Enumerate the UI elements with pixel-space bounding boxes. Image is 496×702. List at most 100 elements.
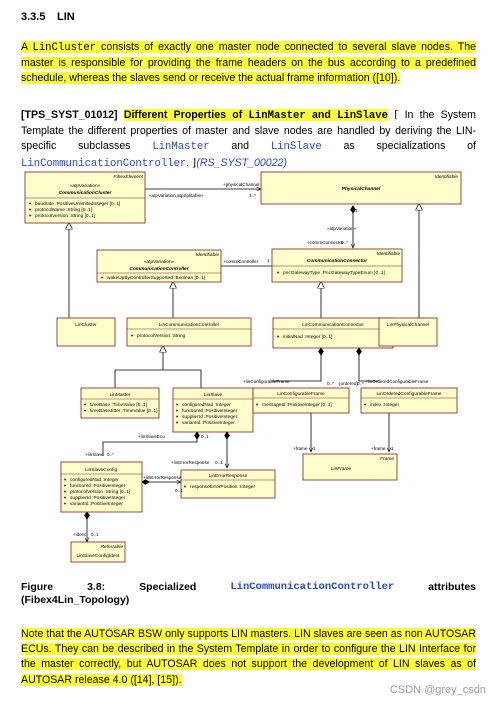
- class-lin-slave[interactable]: LinSlave configuredNad :Integer function…: [172, 387, 254, 433]
- attr-ls-function-id: functionId :PositiveInteger: [182, 408, 238, 414]
- class-lin-slave-config[interactable]: LinSlaveConfig configuredNad :Integer fu…: [60, 461, 143, 513]
- class-lin-master[interactable]: LinMaster timeBase :TimeValue [0..1] tim…: [80, 387, 160, 419]
- label-lin-configurable-frame-role: +linConfigurableFrame: [243, 379, 290, 384]
- tag-referrable: Referrable: [101, 544, 124, 550]
- name-comm-controller: CommunicationController: [129, 266, 189, 272]
- label-lin-error-response-role2: +linErrorResponse: [143, 475, 182, 480]
- name-lin-slave-config-ident: LinSlaveConfigIdent: [77, 553, 121, 559]
- uml-role-labels: +physicalChannel «atpVariation,atpSplita…: [73, 182, 429, 537]
- label-mult-1-star: 1..*: [249, 193, 256, 198]
- requirement-paragraph: [TPS_SYST_01012] Different Properties of…: [21, 108, 476, 172]
- class-communication-controller[interactable]: Identifiable «atpVariation» Communicatio…: [96, 249, 222, 283]
- intro-highlight: A LinCluster consists of exactly one mas…: [21, 41, 476, 85]
- attr-pnc-gateway: pncGatewayType :PncGatewayTypeEnum [0..1…: [283, 270, 385, 276]
- tag-identifiable-cn: Identifiable: [377, 251, 401, 257]
- attr-ls-variant-id: variantId :PositiveInteger: [182, 420, 235, 426]
- attr-ls-configured-nad: configuredNad :Integer: [182, 402, 231, 408]
- tag-frame: Frame: [380, 456, 394, 462]
- requirement-id: [TPS_SYST_01012]: [21, 109, 118, 121]
- label-mult-1b: 1: [267, 258, 270, 263]
- name-comm-connector: CommunicationConnector: [307, 258, 368, 264]
- link-rs-syst[interactable]: (RS_SYST_00022): [196, 156, 288, 169]
- class-lin-communication-controller[interactable]: LinCommunicationController protocolVersi…: [126, 317, 252, 347]
- label-ordered: {ordered}: [339, 381, 358, 386]
- label-physical-channel-role: +physicalChannel: [223, 182, 259, 187]
- link-linmaster[interactable]: LinMaster: [152, 141, 210, 154]
- class-lin-physical-channel[interactable]: LinPhysicalChannel: [378, 317, 438, 347]
- class-lin-ordered-configurable-frame[interactable]: LinOrderedConfigurableFrame index :Integ…: [360, 387, 458, 414]
- stereo-comm-controller: «atpVariation»: [144, 259, 175, 265]
- attr-index: index :Integer: [370, 402, 399, 408]
- caption-code-link[interactable]: LinCommunicationController: [230, 581, 395, 593]
- name-lin-slave: LinSlave: [204, 392, 223, 398]
- caption-line2: (Fibex4Lin_Topology): [21, 594, 130, 606]
- attr-message-id: messageId :PositiveInteger [0..1]: [262, 402, 332, 408]
- req-title-and: and: [305, 109, 338, 121]
- label-lin-ordered-configurable-frame-role: +linOrderedConfigurableFrame: [365, 379, 429, 384]
- label-lin-error-response-role: +linErrorResponse: [171, 460, 210, 465]
- label-mult-0-star-d: 0..*: [107, 452, 114, 457]
- link-linslave[interactable]: LinSlave: [270, 141, 322, 154]
- label-lin-slave-ecu-role: +linSlaveEcu: [138, 434, 165, 439]
- stereo-comm-cluster: «atpVariation»: [70, 183, 101, 189]
- class-lin-communication-connector[interactable]: LinCommunicationConnector initialNad :In…: [272, 317, 394, 349]
- attr-ls-supplier-id: supplierId :PositiveInteger: [182, 414, 238, 420]
- label-mult-0-1-a: 0..1: [201, 434, 209, 439]
- intro-paragraph: A LinCluster consists of exactly one mas…: [21, 40, 476, 87]
- attr-lcc-protocol-version: protocolVersion :String: [137, 333, 186, 339]
- req-title-a: Different Properties of: [123, 109, 249, 121]
- label-atp-variation-conn: «atpVariation»: [327, 226, 357, 231]
- req-text1: In the System Template the different pro…: [21, 109, 476, 153]
- label-mult-0-1-d: 0..1: [91, 532, 99, 537]
- class-lin-error-response[interactable]: LinErrorResponse responseErrorPosition :…: [180, 469, 276, 499]
- section-title: LIN: [57, 11, 75, 23]
- label-frame-role-a: +frame: [293, 446, 308, 451]
- class-lin-slave-config-ident[interactable]: Referrable LinSlaveConfigIdent: [70, 541, 126, 563]
- label-mult-1c: 1: [313, 446, 316, 451]
- label-lin-slave-role: +linSlave: [85, 452, 104, 457]
- attr-wakeup: wakeUpByControllerSupported :Boolean [0.…: [107, 275, 205, 281]
- label-mult-0-star-a: 0..*: [341, 240, 348, 245]
- section-heading: 3.3.5 LIN: [21, 11, 75, 23]
- attr-lsc-variant-id: variantId :PositiveInteger: [70, 501, 123, 507]
- class-communication-cluster[interactable]: FibexElement «atpVariation» Communicatio…: [24, 171, 146, 224]
- name-lin-cluster: LinCluster: [75, 322, 97, 328]
- attr-lsc-configured-nad: configuredNad :Integer: [70, 477, 119, 483]
- class-lin-configurable-frame[interactable]: LinConfigurableFrame messageId :Positive…: [252, 387, 350, 414]
- name-physical-channel: PhysicalChannel: [342, 186, 381, 192]
- class-physical-channel[interactable]: Identifiable PhysicalChannel: [260, 171, 462, 205]
- label-mult-0-star-b: 0..*: [327, 381, 334, 386]
- req-and: and: [209, 140, 271, 153]
- class-lin-frame[interactable]: Frame LinFrame: [302, 453, 398, 481]
- req-text3: . ⌋: [186, 156, 197, 169]
- class-lin-cluster[interactable]: LinCluster: [56, 317, 116, 347]
- tag-fibex-element: FibexElement: [114, 174, 144, 180]
- code-linslave-title: LinSlave: [337, 110, 388, 122]
- intro-text-post: consists of exactly one master node conn…: [21, 41, 476, 85]
- attr-lsc-function-id: functionId :PositiveInteger: [70, 483, 126, 489]
- uml-class-diagram: FibexElement «atpVariation» Communicatio…: [24, 171, 462, 563]
- attr-lsc-supplier-id: supplierId :PositiveInteger: [70, 495, 126, 501]
- name-lin-physical-channel: LinPhysicalChannel: [387, 322, 429, 328]
- name-lin-master: LinMaster: [109, 392, 130, 398]
- link-lincommunicationcontroller[interactable]: LinCommunicationController: [21, 157, 187, 170]
- name-lin-slave-config: LinSlaveConfig: [85, 467, 118, 473]
- caption-label: Figure: [21, 581, 54, 593]
- label-frame-role-b: +frame: [371, 446, 386, 451]
- intro-text-pre: A: [21, 41, 33, 53]
- section-number: 3.3.5: [21, 11, 46, 23]
- note-paragraph: Note that the AUTOSAR BSW only supports …: [21, 627, 476, 688]
- caption-number: 3.8:: [87, 581, 106, 593]
- label-atp-variation-splittable: «atpVariation,atpSplitable»: [149, 193, 204, 198]
- name-lin-configurable-frame: LinConfigurableFrame: [277, 391, 325, 397]
- label-mult-1d: 1: [391, 446, 394, 451]
- label-comm-connector-role: +commConnector: [307, 240, 344, 245]
- uml-boxes: FibexElement «atpVariation» Communicatio…: [24, 171, 462, 563]
- code-linmaster-title: LinMaster: [248, 110, 306, 122]
- name-comm-cluster: CommunicationCluster: [59, 190, 113, 196]
- attr-timebase: timeBase :TimeValue [0..1]: [90, 402, 147, 408]
- name-lin-comm-controller: LinCommunicationController: [159, 322, 220, 328]
- label-mult-0-1-b: 0..1: [215, 460, 223, 465]
- class-communication-connector[interactable]: Identifiable CommunicationConnector pncG…: [271, 248, 403, 283]
- label-mult-1a: 1: [355, 208, 358, 213]
